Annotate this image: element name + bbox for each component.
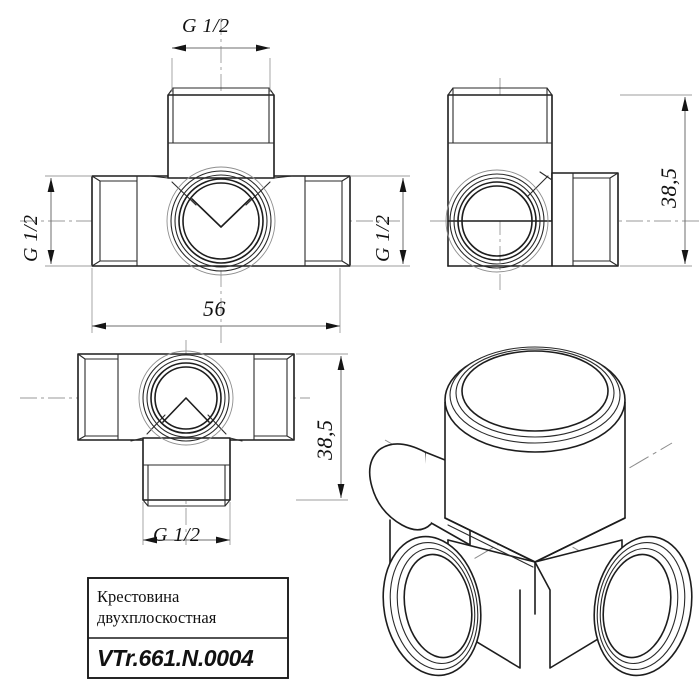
- side-view-right-chamfer: [609, 172, 619, 267]
- iso-right-bore: [602, 553, 672, 659]
- top-view-right-chamfer: [286, 353, 295, 441]
- top-view-socket-circle-4: [150, 362, 222, 434]
- front-view-socket-circle-3: [174, 174, 268, 268]
- front-view-upper-branch: [167, 94, 275, 179]
- part-name-line-2: двухплоскостная: [97, 608, 217, 627]
- dim-label-height-bottom: 38,5: [312, 419, 337, 461]
- iso-corner-seam-left: [444, 517, 536, 563]
- title-block-outer-rect: [87, 577, 289, 679]
- isometric-view: [368, 346, 693, 677]
- front-view-upper-chamfer: [167, 87, 275, 96]
- dimension-set: [45, 44, 692, 545]
- dim-bottom-arrow-right: [216, 536, 230, 544]
- dim-label-bottom-thread: G 1/2: [153, 524, 201, 546]
- top-view-socket-circle-outer: [138, 350, 234, 446]
- top-view-fillet-left: [130, 437, 144, 442]
- top-view-left-chamfer: [77, 353, 86, 441]
- dim-385r-arrow-top: [681, 97, 689, 111]
- top-view-fillet-right: [229, 437, 243, 442]
- front-view-body: [91, 175, 351, 267]
- front-view-fillet-left: [149, 175, 169, 179]
- dim-bottom-arrow-left: [143, 536, 157, 544]
- dim-385r-arrow-bottom: [681, 250, 689, 264]
- side-view-socket-circle-2: [449, 173, 545, 269]
- top-view-socket-tangent-right: [207, 414, 227, 435]
- front-view-socket-circle-4: [178, 178, 264, 264]
- front-view-socket-bore: [182, 182, 260, 260]
- front-view-socket-chevron: [191, 198, 251, 228]
- top-view-socket-circle-3: [146, 358, 226, 438]
- top-view-socket-bore: [154, 366, 218, 430]
- front-view-fillet-right: [273, 175, 293, 179]
- iso-top-bore: [461, 350, 609, 432]
- title-block-frame: [87, 577, 289, 679]
- iso-left-branch-top-edge: [447, 539, 536, 563]
- side-view-socket-bore: [461, 185, 533, 257]
- side-view-right-branch: [551, 172, 619, 267]
- top-view-lower-chamfer: [142, 499, 231, 507]
- iso-left-bore: [403, 553, 473, 659]
- dim-right-arrow-top: [399, 178, 407, 192]
- dim-right-arrow-bottom: [399, 250, 407, 264]
- front-view-socket-circle-outer: [166, 166, 276, 276]
- iso-rear-stub-end: [368, 443, 432, 531]
- dim-56-arrow-right: [326, 322, 340, 330]
- top-view-socket-chevron: [162, 397, 210, 423]
- side-view-upper-chamfer: [447, 87, 553, 96]
- title-block-part-code: VTr.661.N.0004: [97, 644, 254, 671]
- dim-label-top-thread: G 1/2: [182, 15, 230, 37]
- front-view-right-chamfer: [341, 175, 351, 267]
- front-view-left-chamfer: [91, 175, 101, 267]
- side-view: [430, 78, 700, 290]
- side-view-socket-circle-3: [453, 177, 541, 265]
- dim-385b-arrow-top: [337, 356, 345, 370]
- iso-corner-seam-left-2: [447, 524, 534, 568]
- top-view-socket-circle-2: [142, 354, 230, 442]
- side-view-socket-circle-4: [457, 181, 537, 261]
- top-view: [20, 340, 310, 545]
- side-view-socket-circle-outer: [445, 169, 549, 273]
- dim-label-left-thread: G 1/2: [20, 214, 42, 263]
- dim-label-height-right: 38,5: [656, 167, 681, 209]
- front-view-socket-circle-2: [170, 170, 272, 272]
- dim-left-arrow-top: [47, 178, 55, 192]
- dim-left-arrow-bottom: [47, 250, 55, 264]
- side-view-socket-tangent: [527, 175, 549, 197]
- dim-top-arrow-left: [172, 44, 186, 52]
- top-view-lower-branch: [142, 437, 231, 501]
- dim-56-arrow-left: [92, 322, 106, 330]
- dim-385b-arrow-bottom: [337, 484, 345, 498]
- dim-top-arrow-right: [256, 44, 270, 52]
- iso-corner-seam-right: [534, 517, 626, 563]
- dim-label-right-thread: G 1/2: [372, 214, 394, 263]
- dim-label-overall-length: 56: [203, 296, 226, 321]
- front-view: [20, 18, 400, 345]
- part-name-line-1: Крестовина: [97, 587, 180, 607]
- title-block: Крестовина двухплоскостная VTr.661.N.000…: [88, 578, 288, 678]
- title-block-part-name: Крестовина двухплоскостная: [88, 578, 288, 638]
- side-view-fillet: [539, 171, 553, 181]
